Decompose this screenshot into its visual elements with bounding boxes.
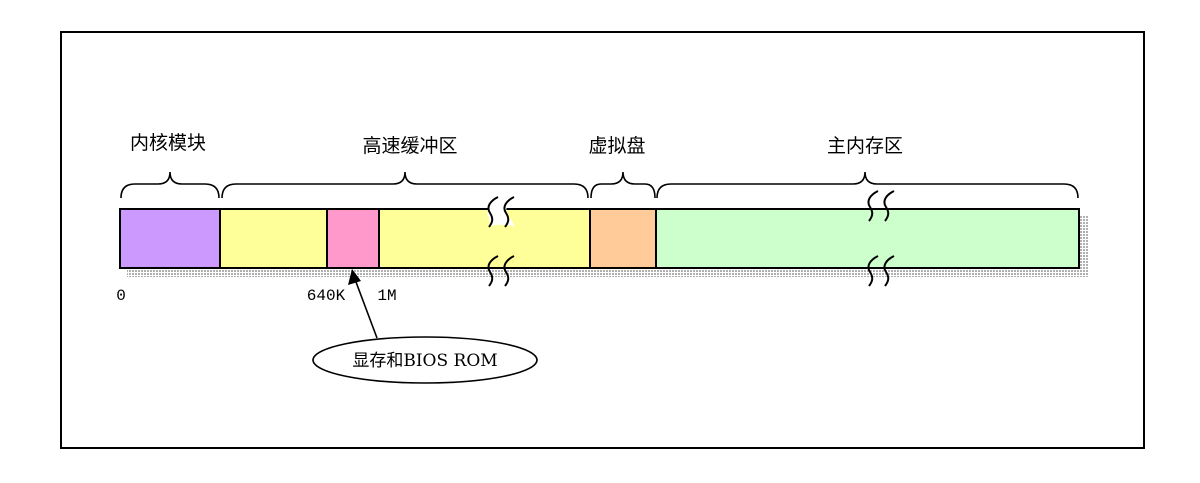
brace-ramdisk xyxy=(590,171,656,199)
callout-arrow-line xyxy=(355,281,378,339)
tick-640k: 640K xyxy=(307,287,346,305)
segment-main-memory xyxy=(655,208,1080,269)
segment-buffer-low xyxy=(219,208,328,269)
callout-arrowhead xyxy=(348,269,361,285)
segment-buffer-high xyxy=(378,208,591,269)
segment-ramdisk xyxy=(589,208,657,269)
label-buffer: 高速缓冲区 xyxy=(362,135,457,157)
tick-1m: 1M xyxy=(377,287,396,305)
break-marker-buffer-top xyxy=(486,196,515,228)
brace-main-memory xyxy=(656,171,1079,199)
break-marker-main-bottom xyxy=(867,255,895,287)
label-kernel: 内核模块 xyxy=(130,132,206,154)
tick-0: 0 xyxy=(116,287,126,305)
callout-text: 显存和BIOS ROM xyxy=(352,351,497,371)
diagram-frame xyxy=(60,31,1145,449)
break-marker-buffer-bottom xyxy=(487,255,515,287)
segment-kernel xyxy=(119,208,221,269)
callout-ellipse xyxy=(312,336,538,384)
brace-buffer xyxy=(221,171,589,199)
brace-kernel xyxy=(120,171,220,199)
segment-video-bios xyxy=(326,208,380,269)
break-marker-main-top xyxy=(867,190,895,222)
label-main-memory: 主内存区 xyxy=(827,135,903,157)
label-ramdisk: 虚拟盘 xyxy=(588,135,645,157)
